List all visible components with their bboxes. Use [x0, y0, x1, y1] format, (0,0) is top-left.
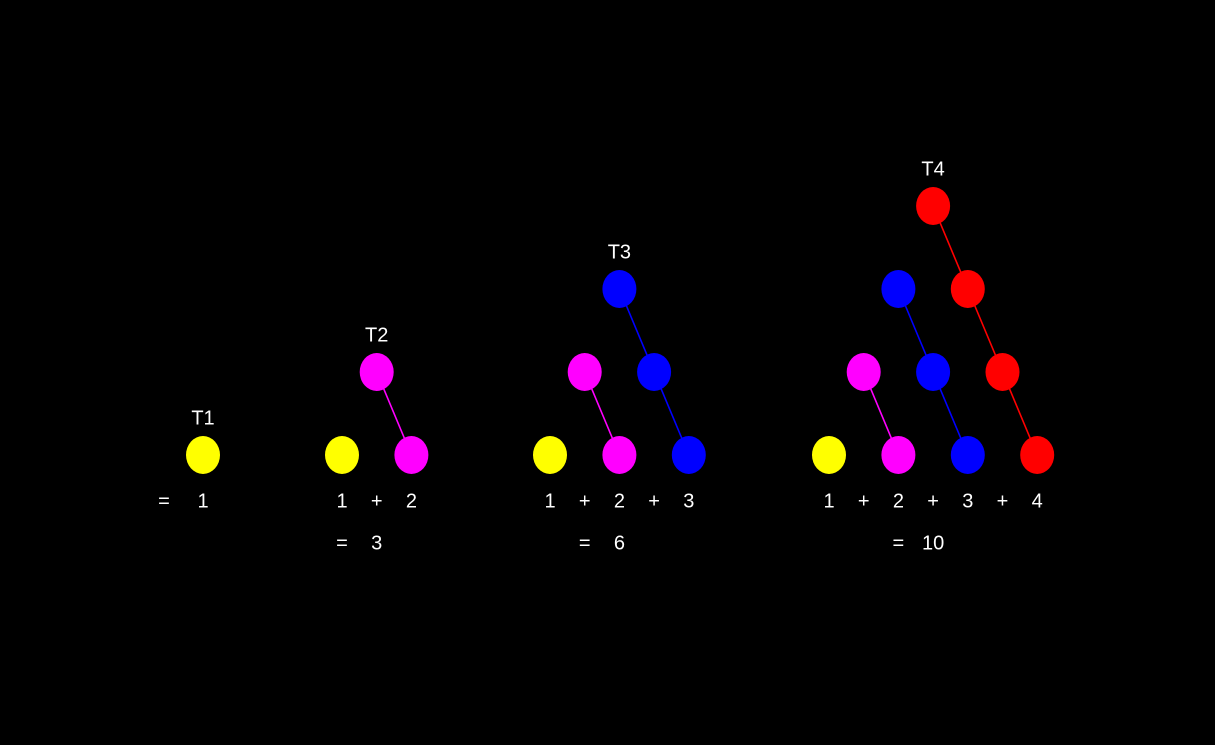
triangle-diagram-t2: T2 1 +2 = 3: [325, 324, 429, 554]
total-token: =: [579, 532, 591, 554]
total-token: 3: [371, 532, 382, 554]
sum-token: 1: [544, 490, 555, 512]
total-token: =: [893, 532, 905, 554]
sum-token: 1: [336, 490, 347, 512]
yellow-dot: [186, 436, 220, 474]
sum-token: +: [648, 490, 660, 512]
sum-token: 1: [823, 490, 834, 512]
triangle-label: T2: [365, 324, 388, 346]
triangle-diagram-t4: T4 1 +2 +3 +4 = 10: [812, 158, 1055, 554]
blue-dot: [602, 270, 637, 308]
sum-token: +: [927, 490, 939, 512]
yellow-dot: [533, 436, 567, 474]
blue-dot: [637, 353, 672, 391]
blue-dot: [671, 436, 706, 474]
red-dot: [1020, 436, 1055, 474]
blue-dot: [916, 353, 951, 391]
sum-token: 3: [683, 490, 694, 512]
blue-dot: [950, 436, 985, 474]
magenta-dot: [846, 353, 881, 391]
yellow-dot: [325, 436, 359, 474]
sum-token: 2: [614, 490, 625, 512]
red-dot: [950, 270, 985, 308]
sum-token: +: [858, 490, 870, 512]
total-token: 6: [614, 532, 625, 554]
sum-token: +: [371, 490, 383, 512]
sum-token: 1: [197, 490, 208, 512]
sum-token: 2: [406, 490, 417, 512]
yellow-dot: [812, 436, 846, 474]
sum-token: +: [579, 490, 591, 512]
total-token: =: [336, 532, 348, 554]
sum-token: +: [997, 490, 1009, 512]
magenta-dot: [881, 436, 916, 474]
magenta-dot: [359, 353, 394, 391]
red-dot: [916, 187, 951, 225]
sum-token: 3: [962, 490, 973, 512]
sum-token: =: [158, 490, 170, 512]
total-token: 10: [922, 532, 944, 554]
magenta-dot: [567, 353, 602, 391]
red-dot: [985, 353, 1020, 391]
blue-dot: [881, 270, 916, 308]
triangle-label: T4: [921, 158, 944, 180]
triangle-label: T1: [191, 407, 214, 429]
triangle-label: T3: [608, 241, 631, 263]
triangle-diagram-t3: T3 1 +2 +3 = 6: [533, 241, 706, 554]
magenta-dot: [394, 436, 429, 474]
sum-token: 4: [1032, 490, 1043, 512]
magenta-dot: [602, 436, 637, 474]
triangle-diagram-t1: T1 = 1: [158, 407, 220, 512]
sum-token: 2: [893, 490, 904, 512]
